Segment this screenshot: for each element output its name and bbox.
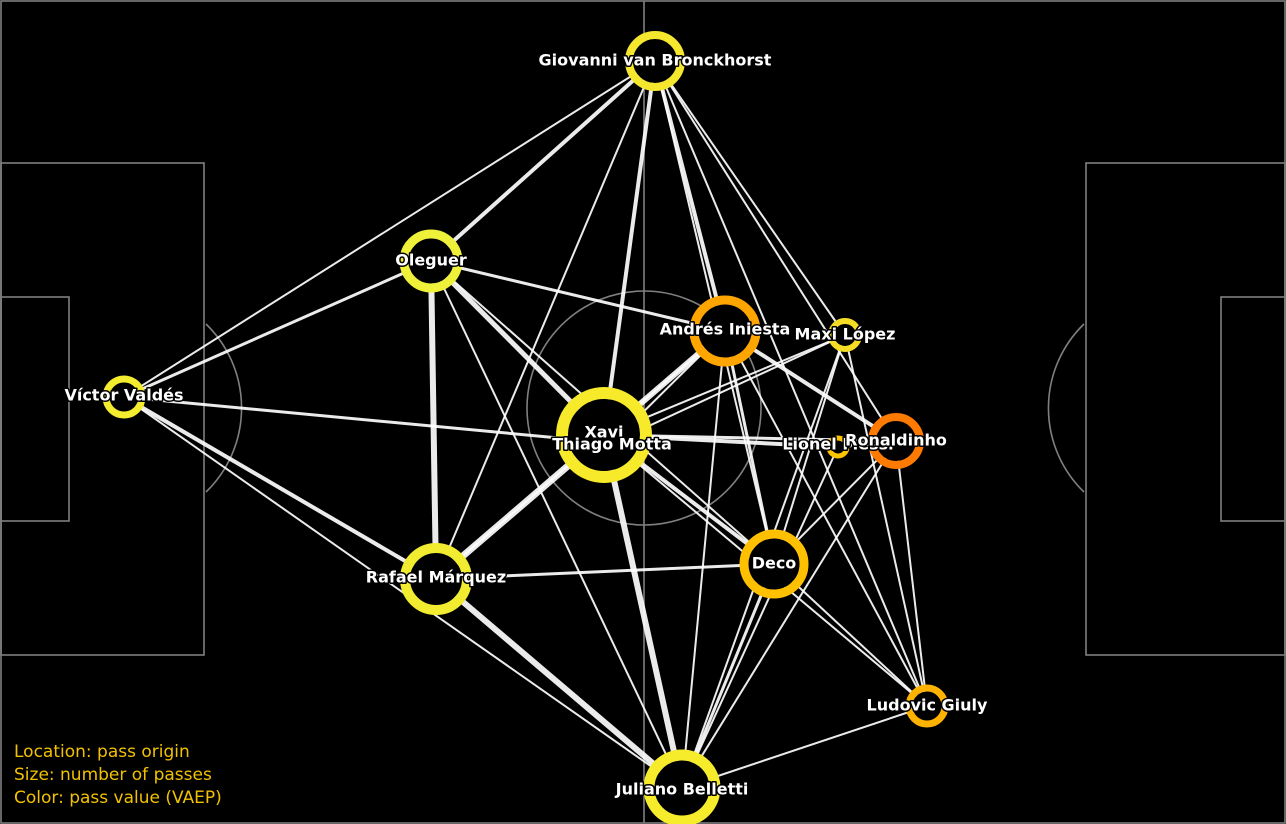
player-node-fill-iniesta [698, 304, 752, 358]
pass-link-xavi-belletti [601, 434, 685, 789]
pass-link-maxi-deco [773, 334, 846, 565]
player-node-fill-ronaldinho [876, 421, 916, 461]
pass-link-gvb-marquez [435, 60, 656, 580]
pass-link-deco-giuly [773, 563, 928, 707]
player-label-oleguer: Oleguer [395, 251, 467, 270]
pass-link-gvb-giuly [654, 60, 928, 707]
pass-link-valdes-motta [123, 395, 613, 445]
player-label-gvb: Giovanni van Bronckhorst [539, 51, 772, 70]
pass-link-oleguer-iniesta [430, 259, 726, 333]
player-label-valdes: Víctor Valdés [64, 386, 183, 405]
pass-link-iniesta-belletti [681, 330, 726, 789]
player-label-maxi: Maxi López [795, 325, 896, 344]
player-node-fill-belletti [654, 760, 710, 816]
player-node-ronaldinho [868, 413, 924, 469]
legend-color: Color: pass value (VAEP) [14, 788, 222, 808]
pass-link-messi-belletti [681, 446, 839, 789]
pass-link-maxi-giuly [844, 334, 928, 707]
player-label-ronaldinho: Ronaldinho [845, 431, 947, 450]
right-goal-box [1220, 296, 1286, 522]
pass-link-oleguer-marquez [428, 260, 439, 580]
player-node-valdes [102, 375, 146, 419]
legend-location: Location: pass origin [14, 742, 190, 762]
player-label-motta: Thiago Motta [552, 435, 672, 454]
legend: Location: pass origin Size: number of pa… [14, 742, 222, 808]
center-circle [526, 290, 762, 526]
player-node-fill-maxi [834, 324, 856, 346]
player-node-fill-gvb [633, 39, 677, 83]
player-label-iniesta: Andrés Iniesta [660, 320, 791, 339]
player-node-xavi [556, 387, 652, 483]
player-node-marquez [400, 543, 472, 615]
pass-link-gvb-xavi [602, 60, 657, 436]
player-label-giuly: Ludovic Giuly [867, 696, 988, 715]
pass-link-oleguer-belletti [430, 260, 683, 789]
player-node-gvb [625, 31, 685, 91]
left-goal-box [0, 296, 70, 522]
pass-link-deco-belletti [680, 563, 776, 789]
player-node-fill-giuly [912, 691, 942, 721]
pass-link-valdes-marquez [122, 395, 438, 581]
player-label-messi: Lionel Messi [782, 435, 893, 454]
player-node-fill-deco [748, 538, 800, 590]
pass-link-valdes-gvb [123, 60, 656, 398]
pass-link-ronaldinho-giuly [895, 440, 928, 707]
pass-link-xavi-ronaldinho [603, 433, 897, 443]
pass-link-giuly-belletti [681, 705, 928, 789]
pass-link-marquez-belletti [434, 576, 684, 791]
player-nodes [102, 31, 949, 824]
player-node-belletti [643, 749, 721, 824]
player-node-messi [826, 435, 850, 459]
pass-link-gvb-ronaldinho [654, 60, 897, 442]
player-label-belletti: Juliano Belletti [615, 780, 749, 799]
right-penalty-arc [1047, 323, 1085, 493]
pass-link-valdes-oleguer [123, 259, 432, 399]
pass-link-gvb-maxi [654, 60, 846, 336]
pass-link-iniesta-giuly [724, 330, 928, 707]
player-node-iniesta [689, 295, 761, 367]
pass-link-gvb-oleguer [429, 59, 657, 263]
player-node-fill-oleguer [408, 238, 454, 284]
player-node-fill-marquez [410, 553, 462, 605]
pass-link-ronaldinho-belletti [681, 440, 897, 789]
player-label-deco: Deco [752, 554, 797, 573]
player-node-fill-valdes [109, 382, 139, 412]
pass-link-marquez-deco [435, 562, 775, 581]
player-label-marquez: Rafael Márquez [366, 568, 506, 587]
pass-link-iniesta-deco [723, 330, 776, 565]
player-node-oleguer [399, 229, 463, 293]
player-node-fill-xavi [568, 399, 640, 471]
player-node-giuly [905, 684, 949, 728]
legend-size: Size: number of passes [14, 765, 212, 785]
player-node-maxi [828, 318, 862, 352]
player-label-xavi: Xavi [584, 423, 623, 442]
player-node-fill-messi [831, 440, 845, 454]
player-node-deco [739, 529, 809, 599]
